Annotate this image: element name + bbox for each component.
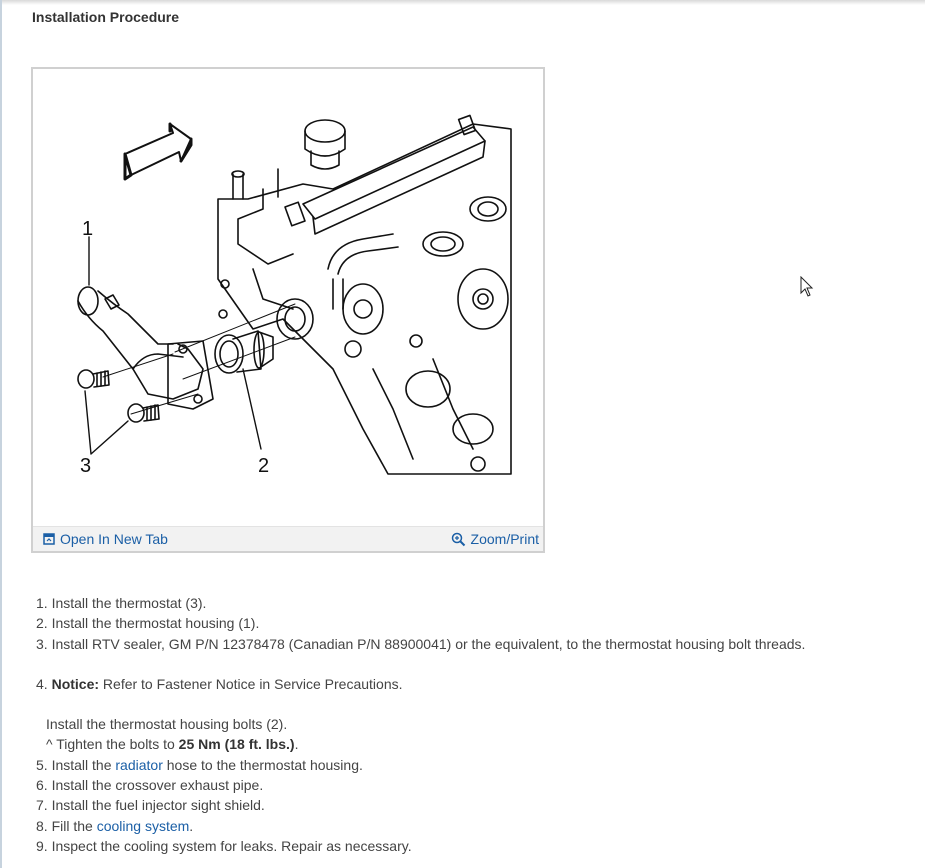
step-1: 1. Install the thermostat (3).: [36, 595, 207, 611]
step-4-substep: Install the thermostat housing bolts (2)…: [46, 716, 288, 733]
zoom-print-link[interactable]: Zoom/Print: [451, 531, 539, 547]
top-shadow: [0, 0, 925, 5]
new-tab-icon: [43, 533, 55, 545]
procedure-steps: 1. Install the thermostat (3). 2. Instal…: [36, 593, 906, 856]
figure-toolbar: Open In New Tab Zoom/Print: [33, 526, 543, 551]
engine-line-drawing: 1 2 3: [77, 114, 512, 477]
zoom-print-label: Zoom/Print: [470, 531, 539, 547]
left-edge: [0, 0, 2, 868]
step-7: 7. Install the fuel injector sight shiel…: [36, 797, 265, 814]
notice-label: Notice:: [51, 675, 100, 692]
zoom-in-icon: [451, 532, 465, 546]
step-4: 4. Notice: Refer to Fastener Notice in S…: [36, 675, 403, 692]
callout-2: 2: [258, 455, 269, 477]
mouse-pointer-icon: [800, 276, 814, 297]
step-4-tighten: ^ Tighten the bolts to 25 Nm (18 ft. lbs…: [46, 736, 299, 753]
cooling-system-link[interactable]: cooling system: [96, 817, 190, 834]
radiator-link[interactable]: radiator: [115, 756, 163, 773]
step-3: 3. Install RTV sealer, GM P/N 12378478 (…: [36, 635, 806, 652]
figure-frame: 1 2 3 Open In New Tab Zoom/Print: [31, 67, 545, 553]
step-5: 5. Install the radiator hose to the ther…: [36, 756, 363, 773]
step-2: 2. Install the thermostat housing (1).: [36, 615, 260, 632]
torque-value: 25 Nm (18 ft. lbs.): [178, 736, 295, 753]
callout-1: 1: [82, 218, 93, 240]
thermostat-diagram: 1 2 3: [33, 69, 543, 527]
step-9: 9. Inspect the cooling system for leaks.…: [36, 837, 412, 854]
open-in-new-tab-label: Open In New Tab: [60, 531, 168, 547]
step-8: 8. Fill the cooling system.: [36, 817, 194, 834]
section-title: Installation Procedure: [32, 9, 180, 25]
open-in-new-tab-link[interactable]: Open In New Tab: [43, 531, 168, 547]
step-6: 6. Install the crossover exhaust pipe.: [36, 777, 264, 794]
callout-3: 3: [80, 455, 91, 477]
